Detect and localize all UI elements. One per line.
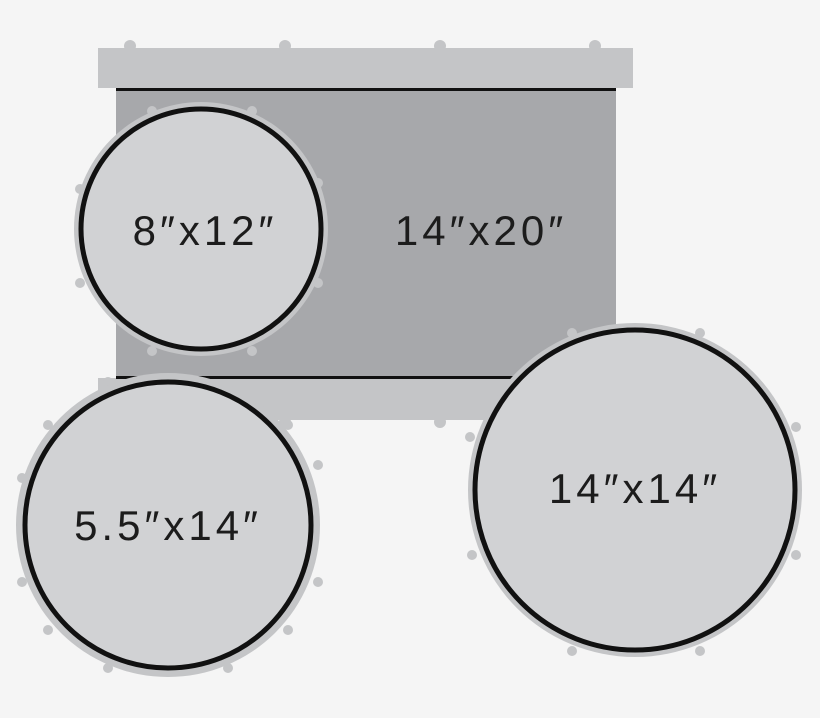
snare-drum: 5.5″x14″	[16, 373, 323, 677]
floor-tom: 14″x14″	[465, 323, 802, 657]
rack-tom-head	[78, 106, 324, 352]
floor-tom-head	[472, 327, 798, 653]
bass-drum-label: 14″x20″	[395, 207, 567, 254]
snare-drum-head	[22, 379, 314, 671]
rack-tom: 8″x12″	[74, 102, 328, 356]
rack-tom-label: 8″x12″	[133, 207, 278, 254]
floor-tom-lugs	[465, 328, 801, 656]
snare-drum-label: 5.5″x14″	[74, 502, 262, 549]
floor-tom-label: 14″x14″	[549, 465, 721, 512]
bass-drum-top-hoop	[98, 48, 633, 88]
